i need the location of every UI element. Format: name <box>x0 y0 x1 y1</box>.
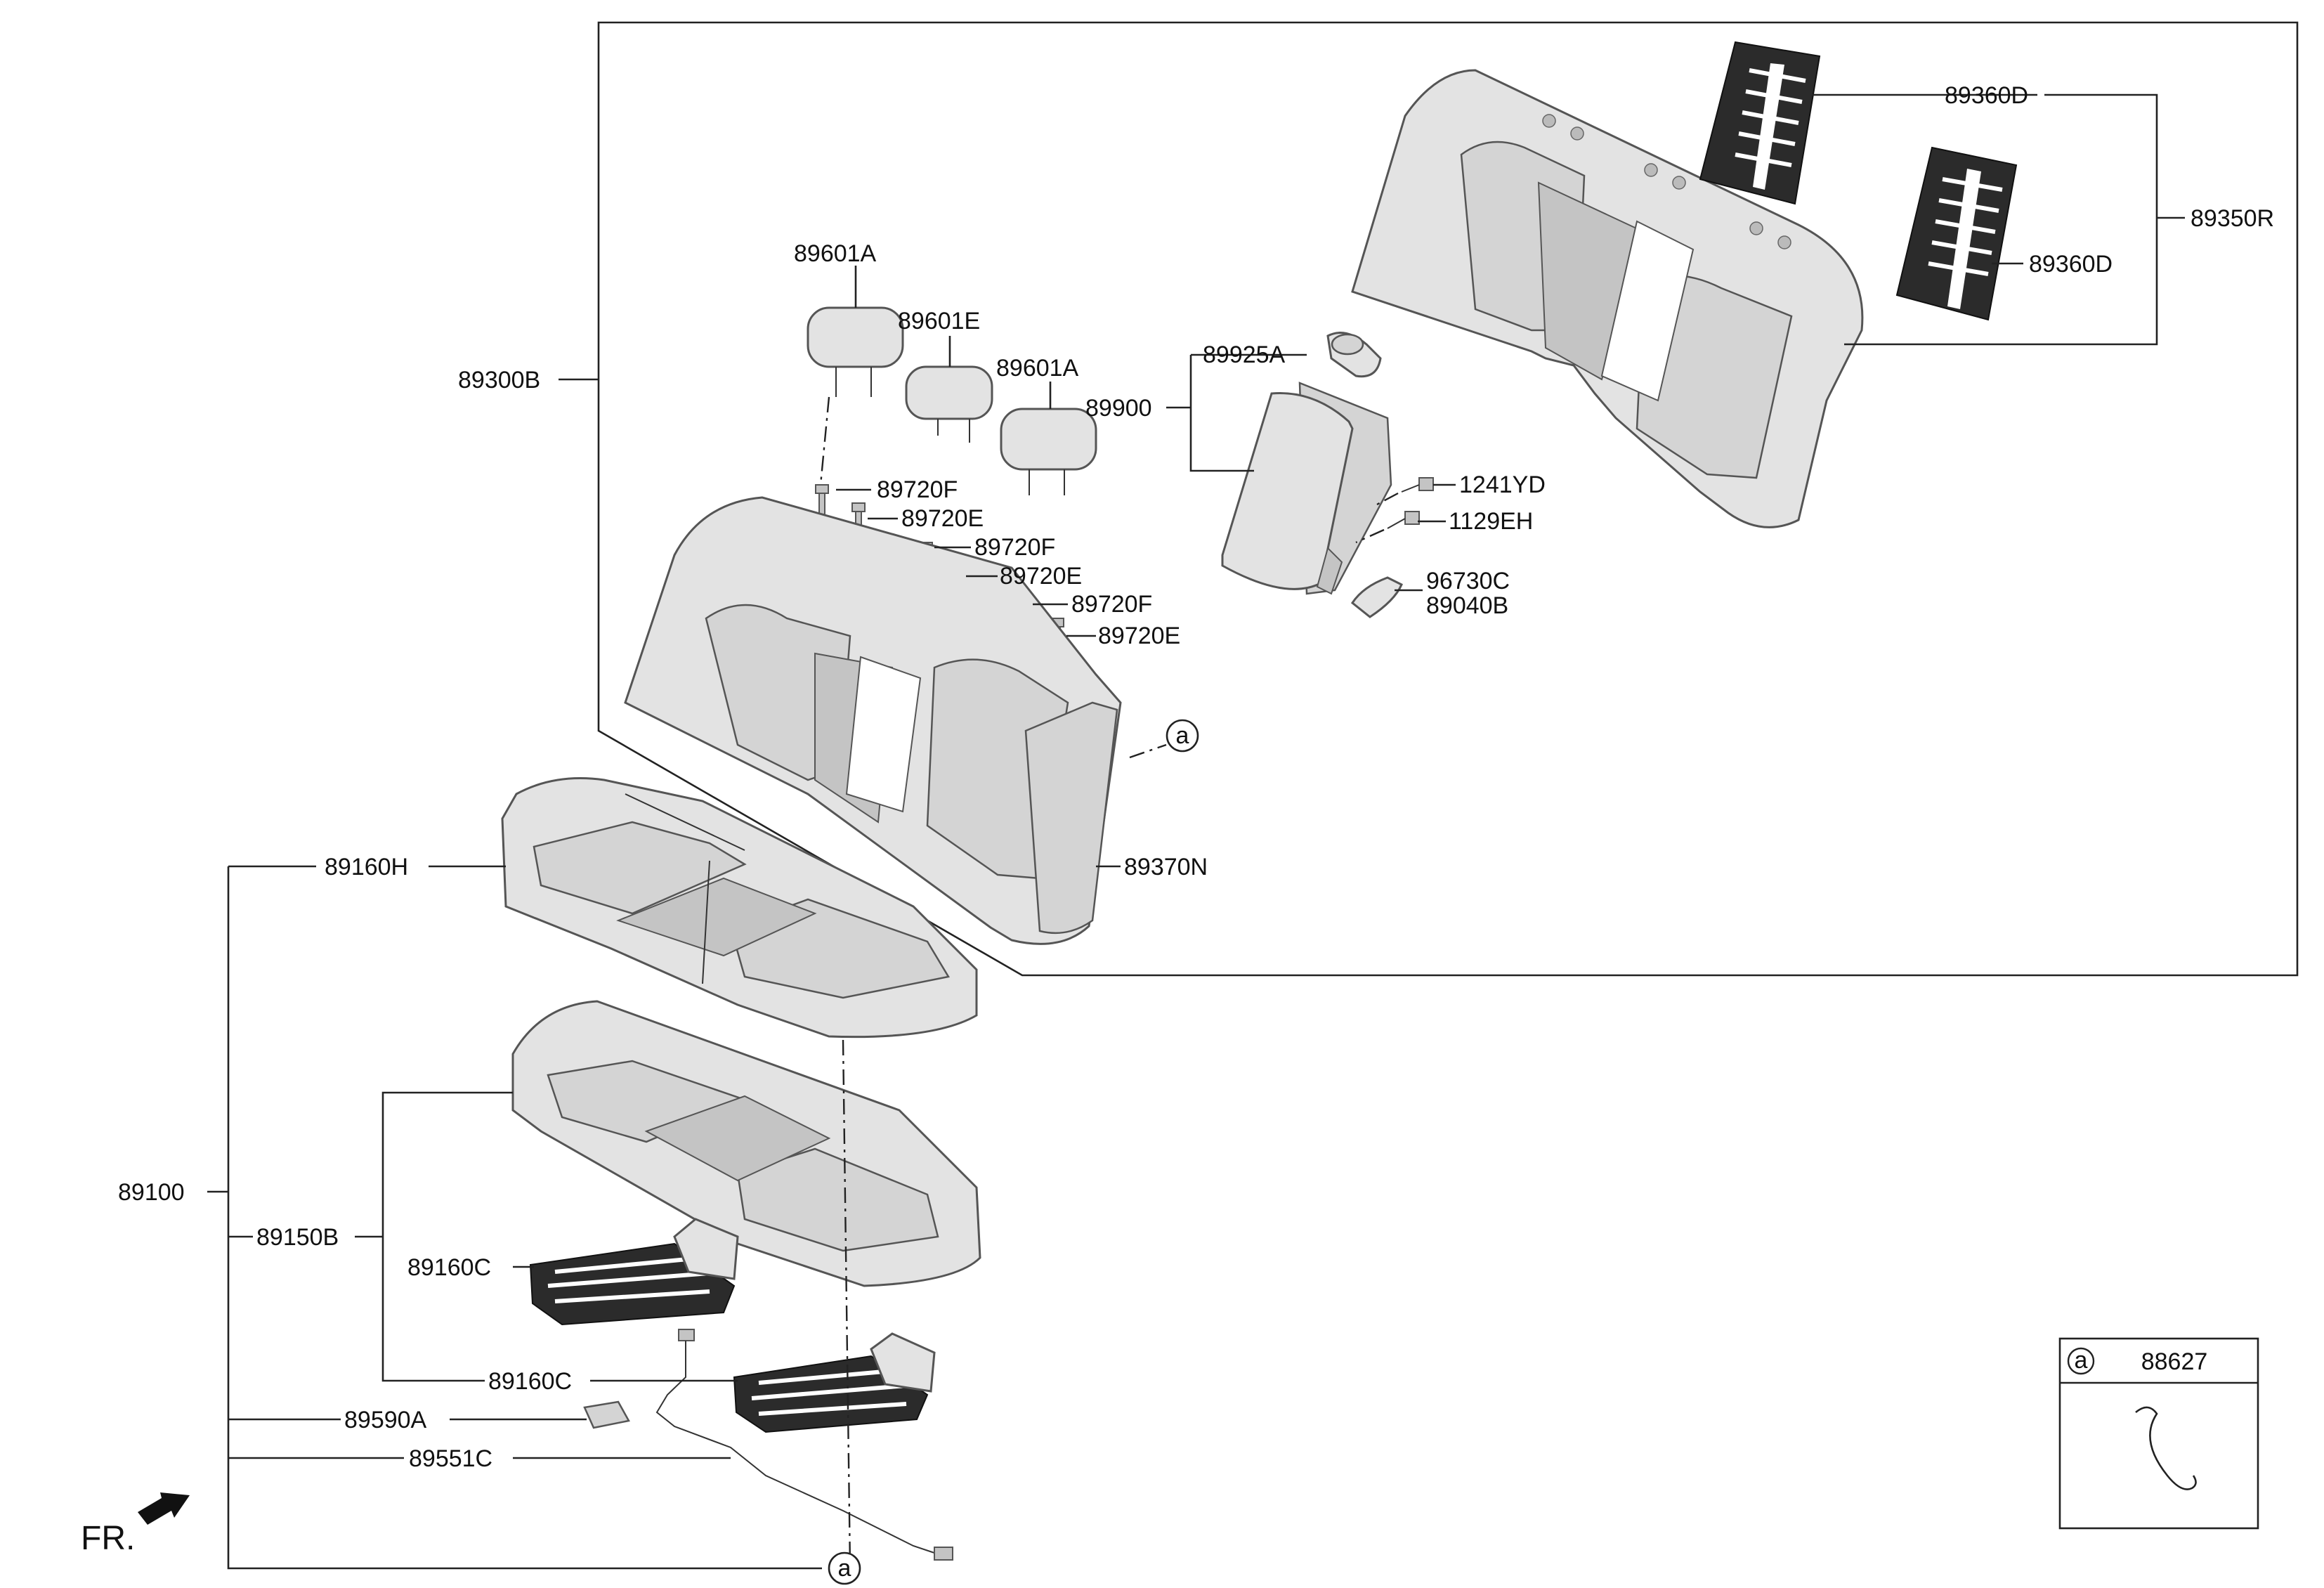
label-89720F-1: 89720F <box>877 476 958 503</box>
cup-holder <box>1326 332 1382 378</box>
label-89160C-2: 89160C <box>488 1368 572 1395</box>
heater-mat-lower <box>1895 146 2018 321</box>
cushion-assembly-bracket <box>227 866 822 1570</box>
screw-1129EH <box>1355 511 1420 544</box>
rear-seatback <box>624 496 1122 945</box>
label-89720E-2: 89720E <box>1000 563 1082 590</box>
module-89590A <box>583 1400 630 1429</box>
armrest <box>1221 382 1392 595</box>
legend-box: a 88627 <box>2058 1337 2259 1530</box>
legend-part-number: 88627 <box>2141 1348 2208 1375</box>
headrest-right <box>1000 408 1097 495</box>
label-89360D-lower: 89360D <box>2029 251 2113 278</box>
label-89720F-2: 89720F <box>974 534 1055 561</box>
ref-a-label-lower: a <box>838 1555 851 1582</box>
seatback-assembly-frame <box>597 21 2299 977</box>
label-89360D-upper: 89360D <box>1945 82 2028 109</box>
label-89150B: 89150B <box>256 1224 339 1251</box>
seat-cushion-pad <box>501 777 978 1039</box>
cushion-heater-mat-1 <box>529 1218 739 1326</box>
label-89925A: 89925A <box>1203 341 1286 368</box>
label-89100: 89100 <box>118 1179 185 1206</box>
ref-circle-a-upper: a <box>1166 719 1199 753</box>
cushion-heater-mat-2 <box>733 1332 936 1433</box>
label-1241YD: 1241YD <box>1459 471 1546 498</box>
label-89601A-right: 89601A <box>996 355 1079 382</box>
label-89720E-1: 89720E <box>901 505 984 532</box>
label-89601E: 89601E <box>898 308 980 334</box>
label-89040B: 89040B <box>1426 592 1508 619</box>
hook-clip-icon <box>2135 1406 2197 1490</box>
ref-circle-a-lower: a <box>828 1551 861 1585</box>
front-direction-indicator: FR. <box>81 1492 190 1557</box>
label-1129EH: 1129EH <box>1449 508 1533 535</box>
label-89551C: 89551C <box>409 1445 492 1472</box>
label-96730C: 96730C <box>1426 568 1510 594</box>
label-89300B: 89300B <box>458 367 540 393</box>
cover-96730C <box>1350 576 1403 618</box>
ref-a-label-upper: a <box>1176 722 1189 749</box>
label-89350R: 89350R <box>2191 205 2274 232</box>
headrest-left <box>807 306 904 397</box>
legend-ref-label: a <box>2075 1347 2088 1374</box>
label-89720E-3: 89720E <box>1098 623 1180 649</box>
front-arrow-icon <box>138 1492 190 1525</box>
label-89160C-1: 89160C <box>407 1254 491 1281</box>
seat-cushion-frame <box>511 1000 981 1287</box>
label-89720F-3: 89720F <box>1071 591 1152 618</box>
headrest-center <box>905 365 993 443</box>
label-89601A-left: 89601A <box>794 240 877 267</box>
heater-mat-upper <box>1699 41 1821 205</box>
front-label: FR. <box>81 1520 135 1557</box>
label-89900: 89900 <box>1085 395 1152 422</box>
label-89590A: 89590A <box>344 1407 427 1433</box>
label-89160H: 89160H <box>325 854 408 880</box>
leader-lines <box>207 93 2185 1459</box>
seatback-upper-pad <box>1351 69 1864 528</box>
wiring-harness <box>655 1329 953 1561</box>
label-89370N: 89370N <box>1124 854 1208 880</box>
